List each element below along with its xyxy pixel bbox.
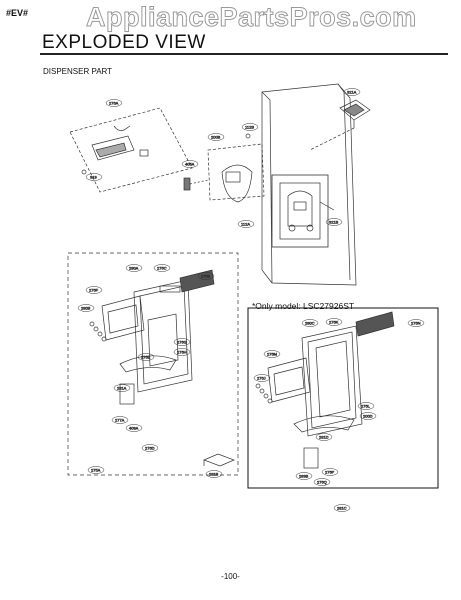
- svg-text:276L: 276L: [361, 404, 371, 409]
- svg-text:276Q: 276Q: [317, 480, 327, 485]
- svg-text:276E: 276E: [141, 355, 151, 360]
- svg-text:200D: 200D: [363, 414, 373, 419]
- callout-200D: 200D: [359, 412, 377, 420]
- callout-276N: 276N: [407, 319, 425, 327]
- bracket-part: [203, 453, 235, 467]
- svg-text:276D: 276D: [145, 446, 155, 451]
- callout-group: 321A 276A 319 200B 112B 405A 112A 321B 2…: [77, 88, 425, 512]
- svg-text:276C: 276C: [157, 266, 167, 271]
- callout-321A: 321A: [343, 88, 361, 96]
- callout-200B: 200B: [207, 133, 225, 141]
- svg-text:276F: 276F: [89, 288, 99, 293]
- right-dispenser-assembly: [255, 311, 395, 469]
- callout-112A: 112A: [237, 220, 255, 228]
- section-label: DISPENSER PART: [43, 67, 113, 76]
- svg-text:280A: 280A: [129, 266, 139, 271]
- only-model-note: *Only model: LSC27926ST: [252, 301, 355, 311]
- callout-276E: 276E: [137, 353, 155, 361]
- left-dispenser-assembly: [89, 269, 215, 405]
- svg-text:276B: 276B: [201, 274, 211, 279]
- callout-280A: 280A: [125, 264, 143, 272]
- funnel-part: [309, 99, 371, 151]
- svg-text:405A: 405A: [185, 162, 195, 167]
- callout-409A: 409A: [125, 424, 143, 432]
- callout-276P: 276P: [321, 468, 339, 476]
- callout-276G: 276G: [173, 338, 191, 346]
- callout-276M: 276M: [263, 350, 281, 358]
- svg-text:280B: 280B: [81, 306, 91, 311]
- svg-text:275A: 275A: [91, 468, 101, 473]
- callout-276F: 276F: [85, 286, 103, 294]
- callout-281C: 281C: [333, 504, 351, 512]
- svg-text:281D: 281D: [319, 435, 329, 440]
- svg-text:112B: 112B: [245, 125, 254, 130]
- svg-text:276M: 276M: [267, 352, 277, 357]
- callout-112B: 112B: [241, 123, 259, 131]
- callout-276H: 276H: [173, 348, 191, 356]
- callout-405A: 405A: [181, 160, 199, 168]
- svg-text:281C: 281C: [337, 506, 347, 511]
- callout-281A: 281A: [113, 384, 131, 392]
- callout-276D: 276D: [141, 444, 159, 452]
- svg-text:319: 319: [90, 175, 97, 180]
- callout-280C: 280C: [301, 319, 319, 327]
- svg-text:277A: 277A: [115, 418, 125, 423]
- svg-text:200B: 200B: [211, 135, 221, 140]
- svg-text:276A: 276A: [109, 101, 119, 106]
- svg-text:280C: 280C: [305, 321, 315, 326]
- svg-text:409A: 409A: [129, 426, 139, 431]
- page-title: EXPLODED VIEW: [42, 32, 206, 53]
- svg-text:321B: 321B: [329, 220, 339, 225]
- callout-321B: 321B: [325, 218, 343, 226]
- svg-text:276H: 276H: [177, 350, 187, 355]
- callout-276A: 276A: [105, 99, 123, 107]
- svg-text:276G: 276G: [177, 340, 187, 345]
- svg-text:276K: 276K: [329, 320, 339, 325]
- callout-276K: 276K: [325, 318, 343, 326]
- callout-276B: 276B: [197, 272, 215, 280]
- callout-276L: 276L: [357, 402, 375, 410]
- svg-text:276J: 276J: [257, 376, 266, 381]
- watermark: AppliancePartsPros.com: [86, 2, 417, 33]
- callout-276C: 276C: [153, 264, 171, 272]
- svg-text:276N: 276N: [411, 321, 421, 326]
- svg-text:283B: 283B: [299, 474, 309, 479]
- svg-text:112A: 112A: [241, 222, 250, 227]
- page-tag: #EV#: [6, 8, 29, 18]
- door-panel: [261, 83, 357, 286]
- svg-text:276P: 276P: [325, 470, 335, 475]
- callout-280B: 280B: [77, 304, 95, 312]
- title-underline: [40, 53, 448, 55]
- lever-assembly: [183, 133, 265, 203]
- left-assembly-box: [67, 252, 239, 476]
- callout-276Q: 276Q: [313, 478, 331, 486]
- callout-276J: 276J: [253, 374, 271, 382]
- right-assembly-box: [247, 307, 439, 489]
- svg-text:281B: 281B: [209, 472, 219, 477]
- callout-277A: 277A: [111, 416, 129, 424]
- callout-281D: 281D: [315, 433, 333, 441]
- svg-text:321A: 321A: [347, 90, 357, 95]
- callout-283B: 283B: [295, 472, 313, 480]
- callout-281B: 281B: [205, 470, 223, 478]
- callout-319: 319: [85, 173, 103, 181]
- page-number: -100-: [221, 572, 240, 581]
- svg-text:281A: 281A: [117, 386, 127, 391]
- lamp-assembly: [69, 107, 193, 193]
- callout-275A: 275A: [87, 466, 105, 474]
